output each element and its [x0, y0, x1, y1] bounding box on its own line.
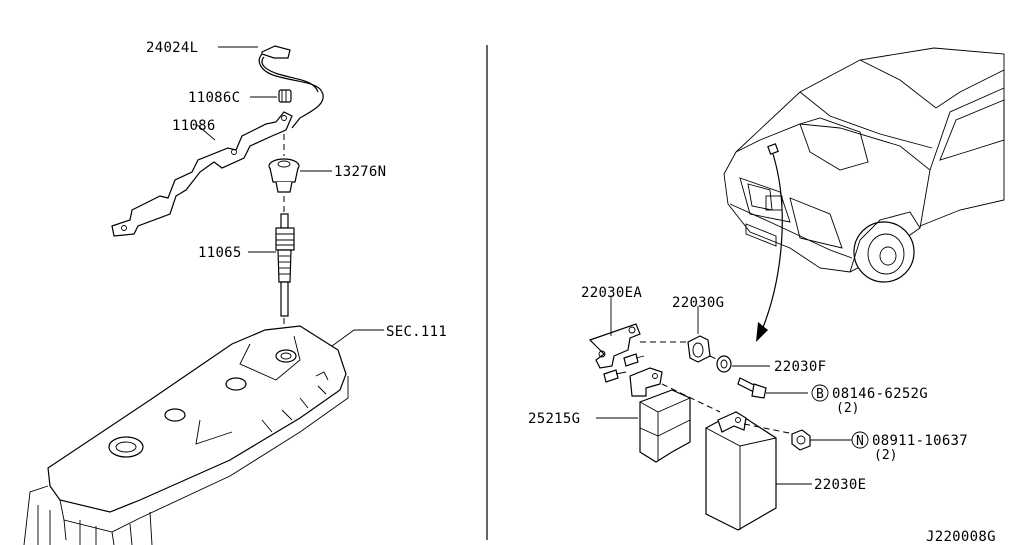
- relay-25215G: [596, 367, 721, 463]
- nut-code-badge: N: [856, 434, 864, 449]
- label-sec111: SEC.111: [386, 324, 447, 340]
- diagram-id: J220008G: [926, 529, 996, 545]
- controller-22030E: [705, 411, 812, 531]
- label-25215G: 25215G: [528, 411, 580, 427]
- left-assembly: [23, 45, 384, 545]
- label-nut-qty: (2): [874, 448, 897, 463]
- harness-24024L: [218, 45, 324, 129]
- plug-13276N: [268, 134, 332, 212]
- bracket-studs: [603, 341, 690, 383]
- label-bolt-part: 08146-6252G: [832, 386, 928, 402]
- label-11086C: 11086C: [188, 90, 240, 106]
- label-22030E: 22030E: [814, 477, 866, 493]
- right-assembly: [588, 47, 1005, 531]
- label-11086: 11086: [172, 118, 216, 134]
- label-nut-part: 08911-10637: [872, 433, 968, 449]
- washer-22030F: [716, 355, 770, 373]
- label-13276N: 13276N: [334, 164, 386, 180]
- bracket-11086: [111, 111, 293, 237]
- nut-08911-10637: [791, 429, 869, 451]
- grommet-22030G: [687, 306, 719, 363]
- label-22030EA: 22030EA: [581, 285, 642, 301]
- label-22030F: 22030F: [774, 359, 826, 375]
- glow-plug-11065: [248, 213, 295, 350]
- fitting-11086C: [250, 89, 292, 103]
- label-22030G: 22030G: [672, 295, 724, 311]
- bolt-code-badge: B: [816, 387, 824, 402]
- bracket-22030EA: [588, 296, 641, 369]
- location-arrow: [756, 153, 783, 342]
- bolt-08146-6252G: [737, 377, 829, 402]
- label-24024L: 24024L: [146, 40, 198, 56]
- label-bolt-qty: (2): [836, 401, 859, 416]
- vehicle-illustration: [723, 47, 1005, 283]
- label-11065: 11065: [198, 245, 242, 261]
- engine-cylinder-head: [23, 325, 384, 545]
